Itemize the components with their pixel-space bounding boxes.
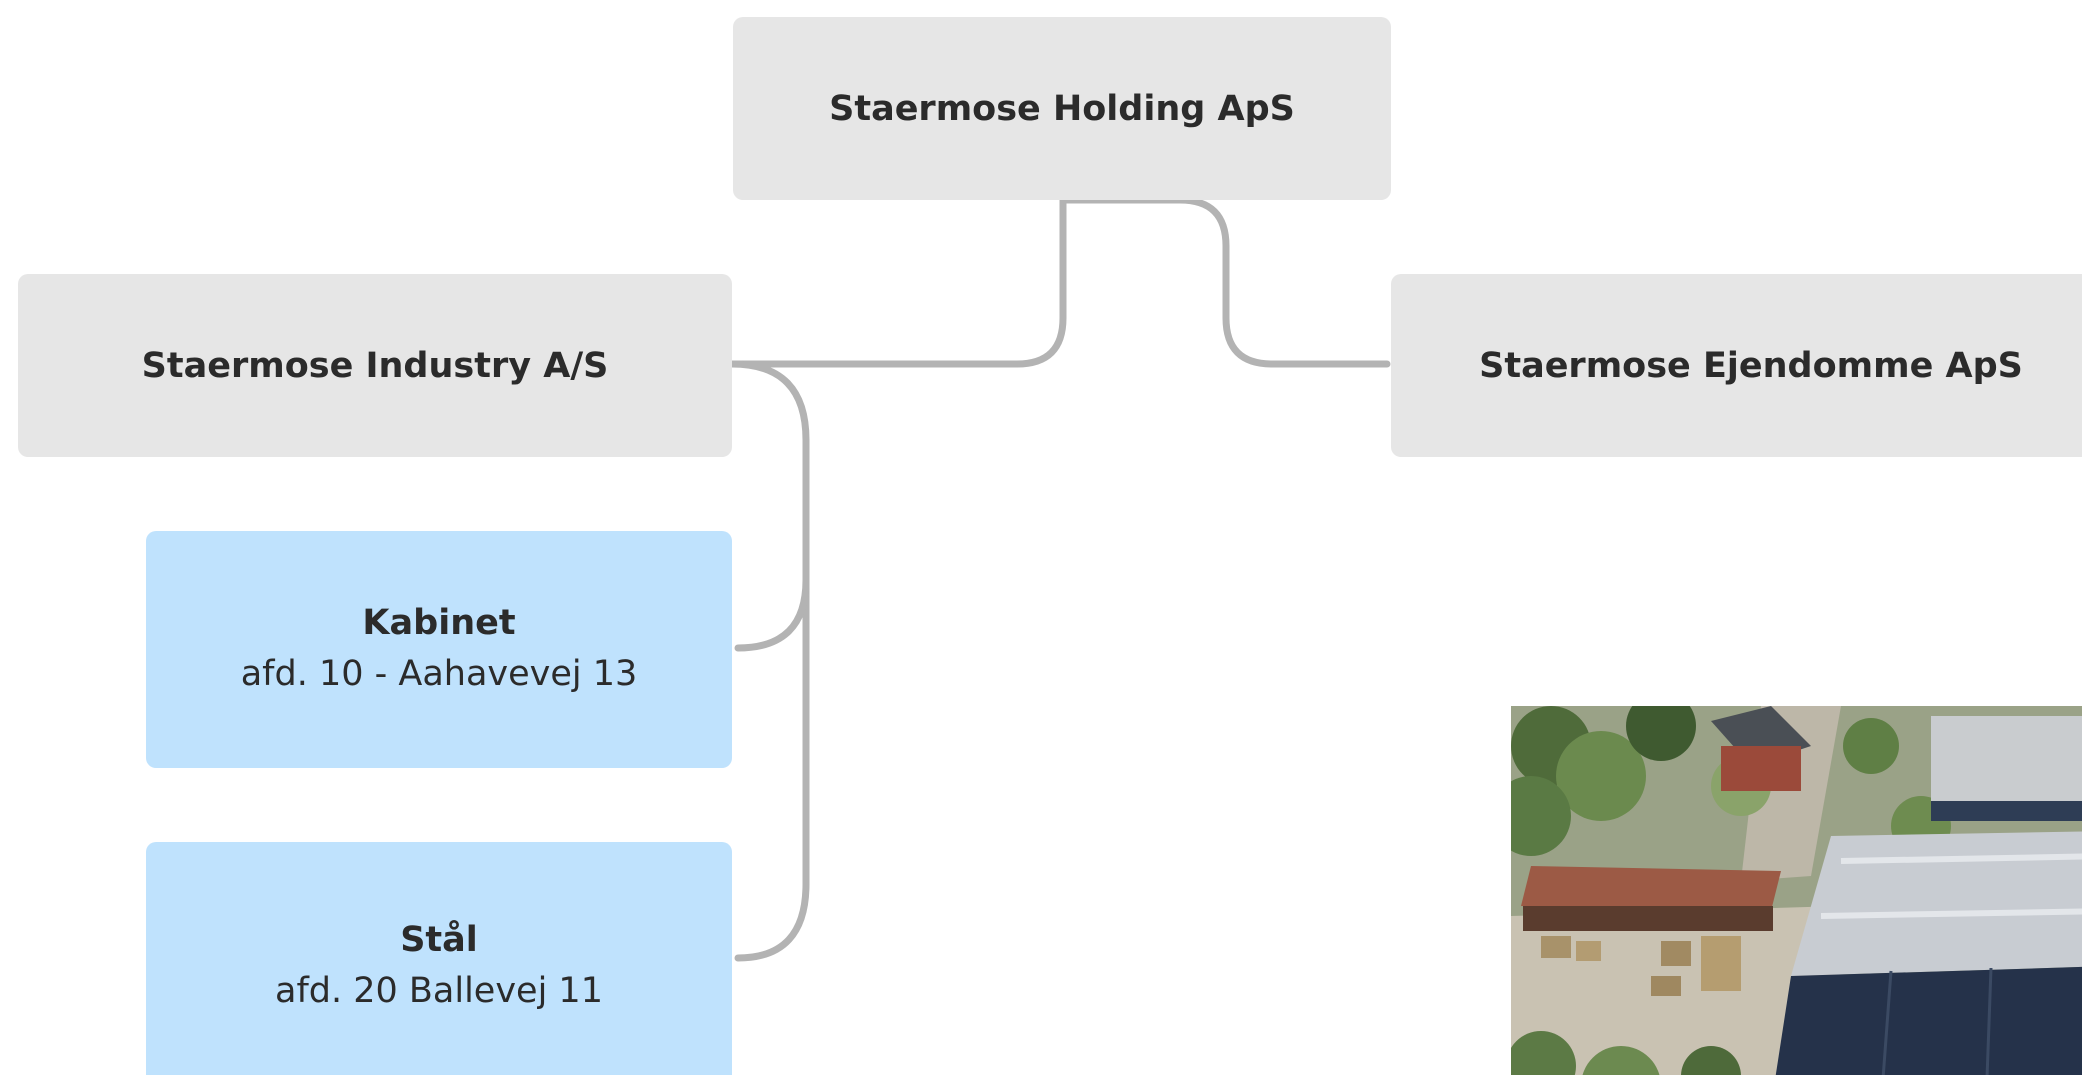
department-address: afd. 20 Ballevej 11 (275, 971, 603, 1012)
ejendomme-company-title: Staermose Ejendomme ApS (1479, 345, 2023, 386)
department-address: afd. 10 - Aahavevej 13 (240, 653, 638, 694)
connector-industry-kabinet (734, 576, 810, 652)
holding-company-box: Staermose Holding ApS (733, 17, 1391, 200)
aerial-site-photo (1511, 706, 2082, 1075)
industry-company-title: Staermose Industry A/S (141, 345, 609, 386)
connector-holding-ejendomme (1059, 196, 1391, 368)
industry-company-box: Staermose Industry A/S (18, 274, 732, 457)
aerial-photo-illustration (1511, 706, 2082, 1075)
department-box-kabinet: Kabinet afd. 10 - Aahavevej 13 (146, 531, 732, 768)
ejendomme-company-box: Staermose Ejendomme ApS (1391, 274, 2082, 457)
holding-company-title: Staermose Holding ApS (829, 88, 1295, 129)
connector-holding-industry (728, 196, 1067, 368)
connector-industry-departments (728, 360, 810, 962)
department-box-staal: Stål afd. 20 Ballevej 11 (146, 842, 732, 1075)
department-title: Kabinet (362, 602, 516, 643)
department-title: Stål (400, 920, 478, 961)
